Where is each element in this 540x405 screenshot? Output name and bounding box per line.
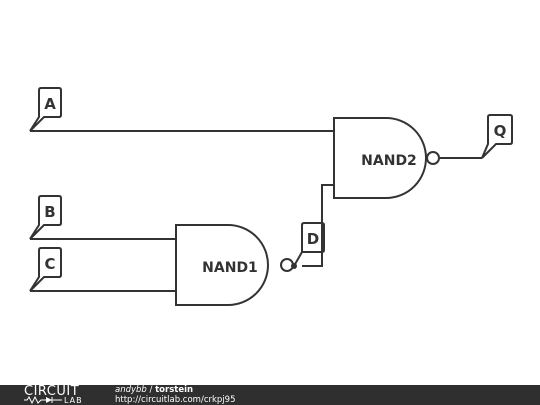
label-d: D: [307, 230, 319, 248]
logo-lab-text: LAB: [64, 396, 83, 405]
label-tag-a: [29, 87, 62, 132]
label-tag-b: [29, 195, 62, 240]
junction-dot: [291, 263, 297, 269]
label-tag-c: [29, 247, 62, 292]
logo-lab-row: LAB: [24, 395, 83, 405]
label-a: A: [44, 95, 56, 113]
nand1-gate-body: [175, 224, 269, 306]
resistor-diode-icon: [24, 395, 62, 405]
nand2-gate-body: [333, 117, 427, 199]
circuit-title[interactable]: torstein: [155, 385, 194, 395]
footer-bar: CIRCUIT LAB andybb / torstein http://cir…: [0, 384, 540, 405]
credit-block: andybb / torstein http://circuitlab.com/…: [115, 385, 236, 405]
label-tag-d: [301, 222, 325, 253]
nand2-label: NAND2: [361, 153, 417, 169]
logo-circuit-text: CIRCUIT: [24, 384, 80, 399]
label-c: C: [44, 255, 55, 273]
circuitlab-logo: CIRCUIT LAB: [24, 384, 94, 405]
label-q: Q: [494, 122, 507, 140]
author-name[interactable]: andybb: [115, 385, 147, 395]
credit-separator: /: [146, 385, 156, 395]
circuit-url[interactable]: http://circuitlab.com/crkpj95: [115, 395, 236, 405]
label-tag-q: [481, 114, 513, 159]
circuit-diagram: A B C D Q NAND1 NAND2: [29, 87, 513, 306]
label-b: B: [44, 203, 55, 221]
nand2-inversion-bubble: [426, 151, 440, 165]
nand1-label: NAND1: [202, 260, 258, 276]
wire-nand1-out: [302, 184, 334, 267]
